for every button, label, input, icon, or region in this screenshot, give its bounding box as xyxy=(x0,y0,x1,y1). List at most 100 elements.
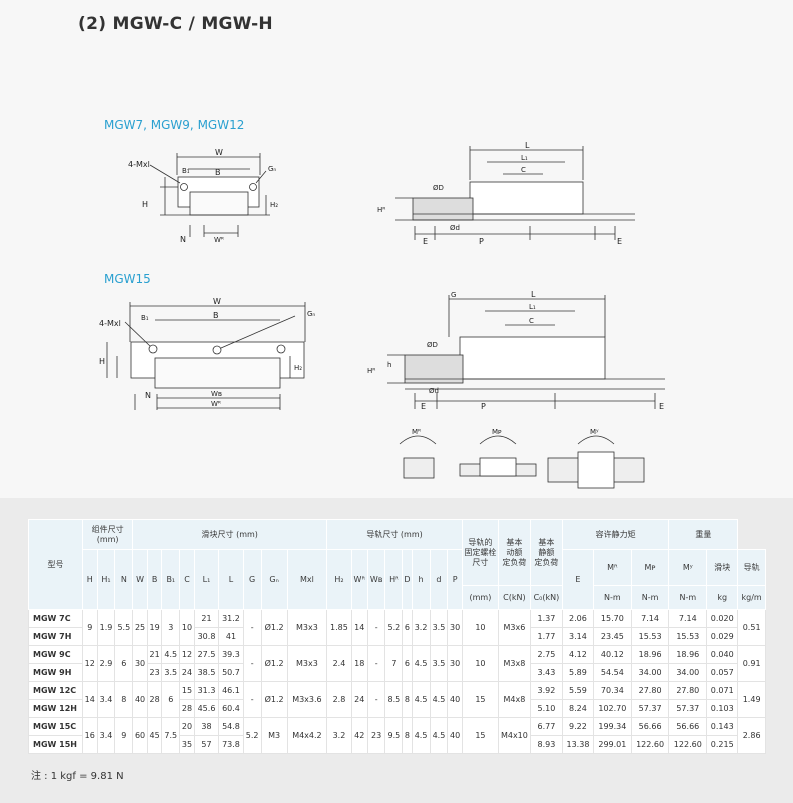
cell-mxl: M4x4.2 xyxy=(286,717,328,754)
cell-h: 16 xyxy=(82,717,98,754)
cell-kg: 0.020 xyxy=(706,609,739,628)
cell-mxl: M3x3.6 xyxy=(286,681,328,718)
od-label-15: ØD xyxy=(427,341,438,349)
cell-my: 15.53 xyxy=(668,627,708,646)
col-h2: H₂ xyxy=(326,549,352,610)
cell-dyn: 3.43 xyxy=(529,663,563,682)
cell-l1: 45.6 xyxy=(193,699,220,718)
cell-mr: 70.34 xyxy=(593,681,632,700)
cell-model: MGW 7C xyxy=(28,609,83,628)
cell-kg: 0.040 xyxy=(706,645,739,664)
col-h: H xyxy=(82,549,98,610)
cell-l1: 30.8 xyxy=(193,627,220,646)
cell-kg: 0.215 xyxy=(706,735,739,754)
cell-l1: 27.5 xyxy=(193,645,220,664)
hh-label-15: h xyxy=(387,361,391,369)
cell-l: 46.1 xyxy=(218,681,244,700)
cell-b1: 3 xyxy=(161,609,181,646)
cell-mr: 40.12 xyxy=(593,645,632,664)
cell-wb: 23 xyxy=(366,717,386,754)
cell-stat: 5.89 xyxy=(561,663,595,682)
cell-wb: - xyxy=(366,645,386,682)
cell-model: MGW 12C xyxy=(28,681,83,700)
cell-d: 6 xyxy=(402,645,413,682)
h2-label: H₂ xyxy=(270,201,278,209)
cell-hr: 5.2 xyxy=(384,609,404,646)
col-p: P xyxy=(447,549,463,610)
cell-c: 10 xyxy=(179,609,195,646)
cell-g: - xyxy=(242,681,262,718)
cell-bolt: M4x8 xyxy=(497,681,531,718)
cell-stat: 2.06 xyxy=(561,609,595,628)
cell-gn: Ø1.2 xyxy=(260,681,288,718)
drawing-front-view-small: 4-Mxl W B₁ B Gₙ H H₂ N Wᴿ xyxy=(128,148,278,244)
cell-h2: 2.4 xyxy=(326,645,352,682)
cell-model: MGW 15C xyxy=(28,717,83,736)
cell-h1: 3.4 xyxy=(96,681,116,718)
e-label-right: E xyxy=(617,237,622,246)
cell-mr: 23.45 xyxy=(593,627,632,646)
b-label-15: B xyxy=(213,311,219,320)
cell-l1: 57 xyxy=(193,735,220,754)
section-label-mgw15: MGW15 xyxy=(104,272,151,286)
cell-kg: 0.103 xyxy=(706,699,739,718)
l-label-15: L xyxy=(531,290,536,299)
cell-l: 31.2 xyxy=(218,609,244,628)
wb-label-15: Wʙ xyxy=(211,390,222,398)
cell-l: 50.7 xyxy=(218,663,244,682)
l-label: L xyxy=(525,141,530,150)
cell-mp: 27.80 xyxy=(630,681,670,700)
n-label: N xyxy=(180,235,186,244)
cell-my: 27.80 xyxy=(668,681,708,700)
cell-b1: 6 xyxy=(161,681,181,718)
hdr-dyn: 基本 动额 定负荷 xyxy=(497,519,531,586)
cell-w: 30 xyxy=(132,645,148,682)
cell-e: 15 xyxy=(461,717,499,754)
unit-my: N-m xyxy=(668,585,708,610)
cell-hr: 9.5 xyxy=(384,717,404,754)
col-mr: Mᴿ xyxy=(593,549,632,586)
cell-rail-kg: 2.86 xyxy=(737,717,766,754)
cell-rail-kg: 1.49 xyxy=(737,681,766,718)
cell-c: 15 xyxy=(179,681,195,700)
unit-stat: C₀(kN) xyxy=(529,585,563,610)
cell-l: 39.3 xyxy=(218,645,244,664)
cell-mp: 57.37 xyxy=(630,699,670,718)
cell-wr: 14 xyxy=(350,609,368,646)
col-d: D xyxy=(402,549,413,610)
p-label-15: P xyxy=(481,402,486,411)
l1-label-15: L₁ xyxy=(529,303,536,311)
cell-p: 30 xyxy=(447,645,463,682)
unit-kg: kg xyxy=(706,585,739,610)
cell-l: 73.8 xyxy=(218,735,244,754)
l1-label: L₁ xyxy=(521,154,528,162)
cell-dyn: 8.93 xyxy=(529,735,563,754)
cell-mp: 56.66 xyxy=(630,717,670,736)
my-label: Mʸ xyxy=(590,428,599,436)
cell-dyn: 3.92 xyxy=(529,681,563,700)
cell-wb: - xyxy=(366,609,386,646)
cell-c: 20 xyxy=(179,717,195,736)
cell-w: 40 xyxy=(132,681,148,718)
cell-d: 8 xyxy=(402,717,413,754)
cell-model: MGW 12H xyxy=(28,699,83,718)
moment-diagrams: Mᴿ Mᴘ Mʸ xyxy=(399,428,645,489)
cell-my: 34.00 xyxy=(668,663,708,682)
c-label: C xyxy=(521,166,526,174)
col-l: L xyxy=(218,549,244,610)
cell-wr: 24 xyxy=(350,681,368,718)
cell-e: 10 xyxy=(461,645,499,682)
col-hr: Hᴿ xyxy=(384,549,404,610)
col-rail-weight: 导轨 xyxy=(737,549,766,586)
col-my: Mʸ xyxy=(668,549,708,586)
cell-l1: 31.3 xyxy=(193,681,220,700)
cell-dyn: 6.77 xyxy=(529,717,563,736)
cell-gn: Ø1.2 xyxy=(260,609,288,646)
cell-e: 15 xyxy=(461,681,499,718)
cell-bolt: M4x10 xyxy=(497,717,531,754)
cell-h2: 3.2 xyxy=(326,717,352,754)
cell-wb: - xyxy=(366,681,386,718)
cell-kg: 0.071 xyxy=(706,681,739,700)
